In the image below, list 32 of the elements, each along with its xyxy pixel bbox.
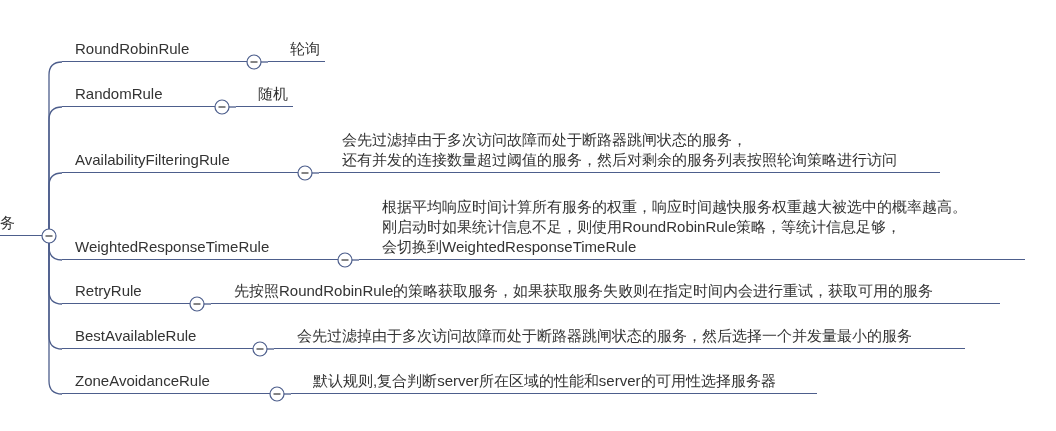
subtopic-text: 随机 [258,84,289,104]
branch-line [260,61,269,63]
subtopic-text: 刚启动时如果统计信息不足，则使用RoundRobinRule策略，等统计信息足够， [382,217,903,237]
subtopic-text: 还有并发的连接数量超过阈值的服务，然后对剩余的服务列表按照轮询策略进行访问 [342,150,898,170]
subtopic-underline [359,196,1025,260]
subtopic-text: 轮询 [290,39,321,59]
subtopic-text: 会先过滤掉由于多次访问故障而处于断路器跳闸状态的服务， [342,130,748,150]
branch-line [203,303,212,305]
root-topic-text: 务 [0,213,16,233]
topic-text: WeightedResponseTimeRule [75,237,271,257]
subtopic-text: 根据平均响应时间计算所有服务的权重，响应时间越快服务权重越大被选中的概率越高。 [382,197,968,217]
topic-text: AvailabilityFilteringRule [75,150,231,170]
subtopic-underline [319,129,940,173]
subtopic-text: 先按照RoundRobinRule的策略获取服务，如果获取服务失败则在指定时间内会进行重试，获取可用的服务 [234,281,935,301]
topic-text: RoundRobinRule [75,39,191,59]
subtopic-underline [274,325,965,349]
subtopic-text: 会先过滤掉由于多次访问故障而处于断路器跳闸状态的服务，然后选择一个并发量最小的服务 [297,326,913,346]
branch-line [311,172,320,174]
subtopic-underline [291,370,817,394]
branch-line [228,106,237,108]
subtopic-underline [236,83,293,107]
subtopic-text: 会切换到WeightedResponseTimeRule [382,237,638,257]
topic-text: RetryRule [75,281,143,301]
subtopic-text: 默认规则,复合判断server所在区域的性能和server的可用性选择服务器 [313,371,777,391]
topic-text: ZoneAvoidanceRule [75,371,211,391]
subtopic-underline [211,280,1000,304]
branch-line [351,259,360,261]
topic-text: RandomRule [75,84,164,104]
branch-line [48,172,63,230]
topic-text: BestAvailableRule [75,326,198,346]
branch-line [266,348,275,350]
branch-line [283,393,292,395]
